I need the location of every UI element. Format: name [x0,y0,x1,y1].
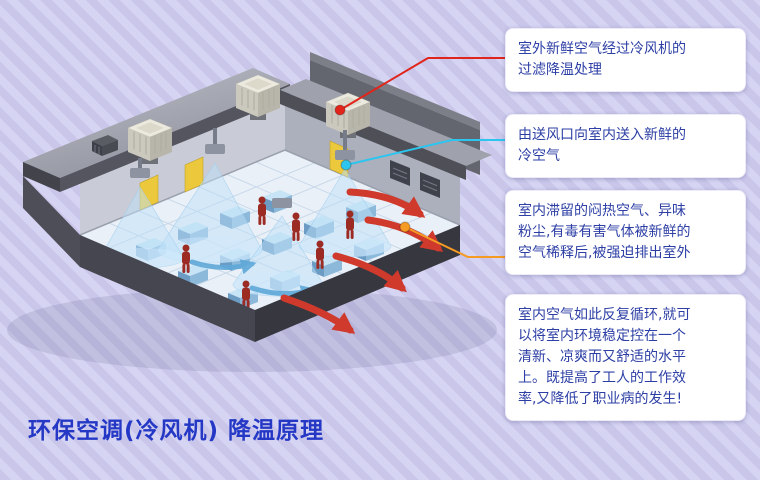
callout-text-exhaust-air: 室内滞留的闷热空气、异味 粉尘,有毒有害气体被新鲜的 空气稀释后,被强迫排出室外 [518,203,691,261]
callout-line-supply-air [345,139,506,166]
worker-figure [292,212,300,241]
worker-figure [316,240,324,269]
callout-circulation-summary: 室内空气如此反复循环,就可 以将室内环境稳定控在一个 清新、凉爽而又舒适的水平 … [505,294,746,421]
exhaust-arrow [280,294,356,334]
interior-walls [80,95,460,235]
roof-vent [92,135,118,156]
door [184,156,204,193]
callout-exhaust-air: 室内滞留的闷热空气、异味 粉尘,有毒有害气体被新鲜的 空气稀释后,被强迫排出室外 [505,190,746,275]
exhaust-arrow [332,252,407,293]
worker-figure [242,280,250,309]
page-title: 环保空调(冷风机) 降温原理 [28,418,325,444]
roof-end-cap [23,162,60,192]
callout-supply-air: 由送风口向室内送入新鲜的 冷空气 [505,114,746,178]
back-left-wall [80,95,285,235]
callout-dot-fresh-air [334,104,346,116]
worker-figure [182,244,190,273]
worker-figure [258,196,266,225]
callout-line-fresh-air [339,57,506,111]
roof-left-fascia [60,84,290,192]
workers [182,196,354,309]
rooftop-cooler-unit-2 [235,74,281,120]
callout-fresh-air-filtering: 室外新鲜空气经过冷风机的 过滤降温处理 [505,28,746,92]
left-outer-wall [23,176,80,267]
airflow-arrow [189,259,257,275]
worker-figure [346,210,354,239]
exhaust-arrow [346,188,426,218]
callout-line-exhaust-air [404,226,506,258]
callout-text-fresh-air: 室外新鲜空气经过冷风机的 过滤降温处理 [518,41,686,78]
building-base [80,225,460,342]
back-right-wall [285,95,460,225]
callout-dot-supply-air [340,159,352,171]
exhaust-louvers [390,160,440,198]
rooftop-cooler-unit-1 [127,118,173,164]
callout-text-supply-air: 由送风口向室内送入新鲜的 冷空气 [518,127,686,164]
callout-dot-exhaust-air [399,221,411,233]
callout-connectors [334,57,506,258]
callout-text-circulation: 室内空气如此反复循环,就可 以将室内环境稳定控在一个 清新、凉爽而又舒适的水平 … [518,307,691,407]
